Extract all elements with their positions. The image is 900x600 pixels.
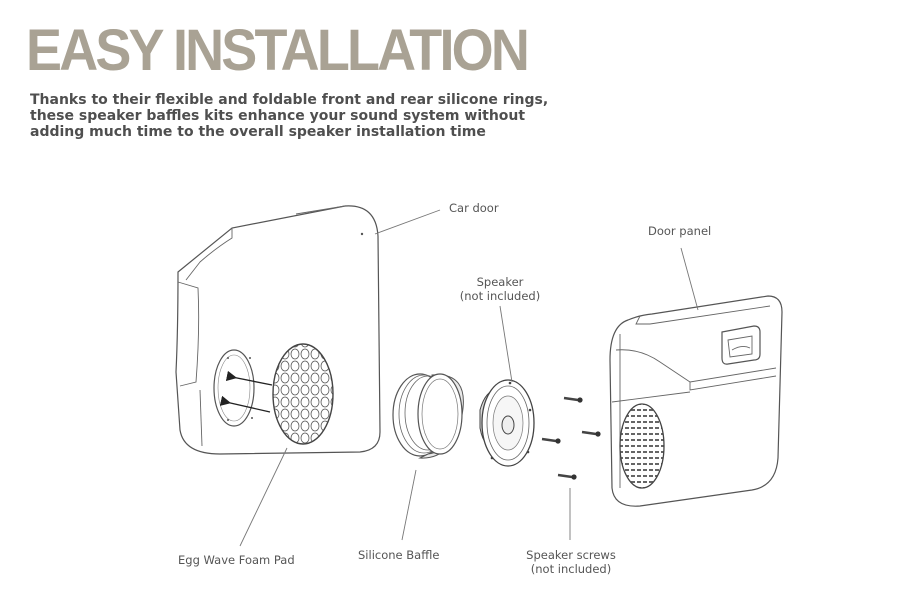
door-panel — [609, 295, 783, 507]
screw — [557, 473, 577, 480]
subtitle-line-3: adding much time to the overall speaker … — [30, 124, 486, 140]
silicone-baffle — [392, 373, 464, 459]
leader-door-panel — [680, 247, 699, 311]
label-door-panel: Door panel — [648, 224, 712, 238]
page-title: EASY INSTALLATION — [26, 18, 530, 83]
egg-wave-foam-pad — [219, 343, 334, 445]
label-baffle: Silicone Baffle — [358, 548, 440, 562]
label-screws-name: Speaker screws — [526, 548, 616, 562]
leader-car-door — [374, 209, 441, 235]
label-speaker: Speaker (not included) — [448, 275, 552, 303]
page-subtitle: Thanks to their flexible and foldable fr… — [30, 92, 550, 140]
speaker — [479, 379, 535, 467]
subtitle-line-1: Thanks to their flexible and foldable fr… — [30, 92, 549, 108]
label-car-door: Car door — [449, 201, 499, 215]
leader-speaker — [499, 305, 513, 383]
label-speaker-note: (not included) — [459, 289, 541, 303]
leader-baffle — [401, 469, 417, 541]
screw — [563, 396, 583, 403]
subtitle-line-2: these speaker baffles kits enhance your … — [30, 108, 526, 124]
label-screws-note: (not included) — [530, 562, 612, 576]
speaker-screws — [541, 396, 601, 480]
screw — [581, 430, 601, 437]
screw — [541, 437, 561, 444]
leader-foam-pad — [239, 447, 288, 547]
label-screws: Speaker screws (not included) — [516, 548, 626, 576]
label-foam-pad: Egg Wave Foam Pad — [178, 553, 295, 567]
label-speaker-name: Speaker — [476, 275, 524, 289]
